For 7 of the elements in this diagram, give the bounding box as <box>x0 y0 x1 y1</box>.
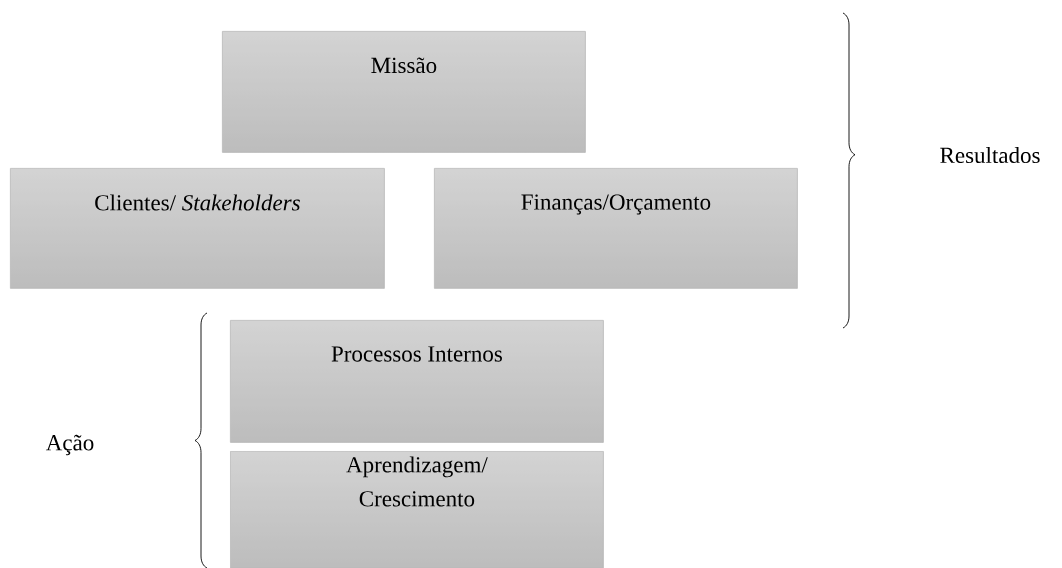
process-box: Missão <box>222 31 586 153</box>
process-box: Finanças/Orçamento <box>434 168 798 289</box>
bracket-label: Ação <box>45 434 94 456</box>
process-box: Clientes/ Stakeholders <box>10 168 385 289</box>
process-box: Aprendizagem/ Crescimento <box>230 451 604 568</box>
bracket-label: Resultados <box>940 146 1040 164</box>
process-box: Processos Internos <box>230 320 604 443</box>
